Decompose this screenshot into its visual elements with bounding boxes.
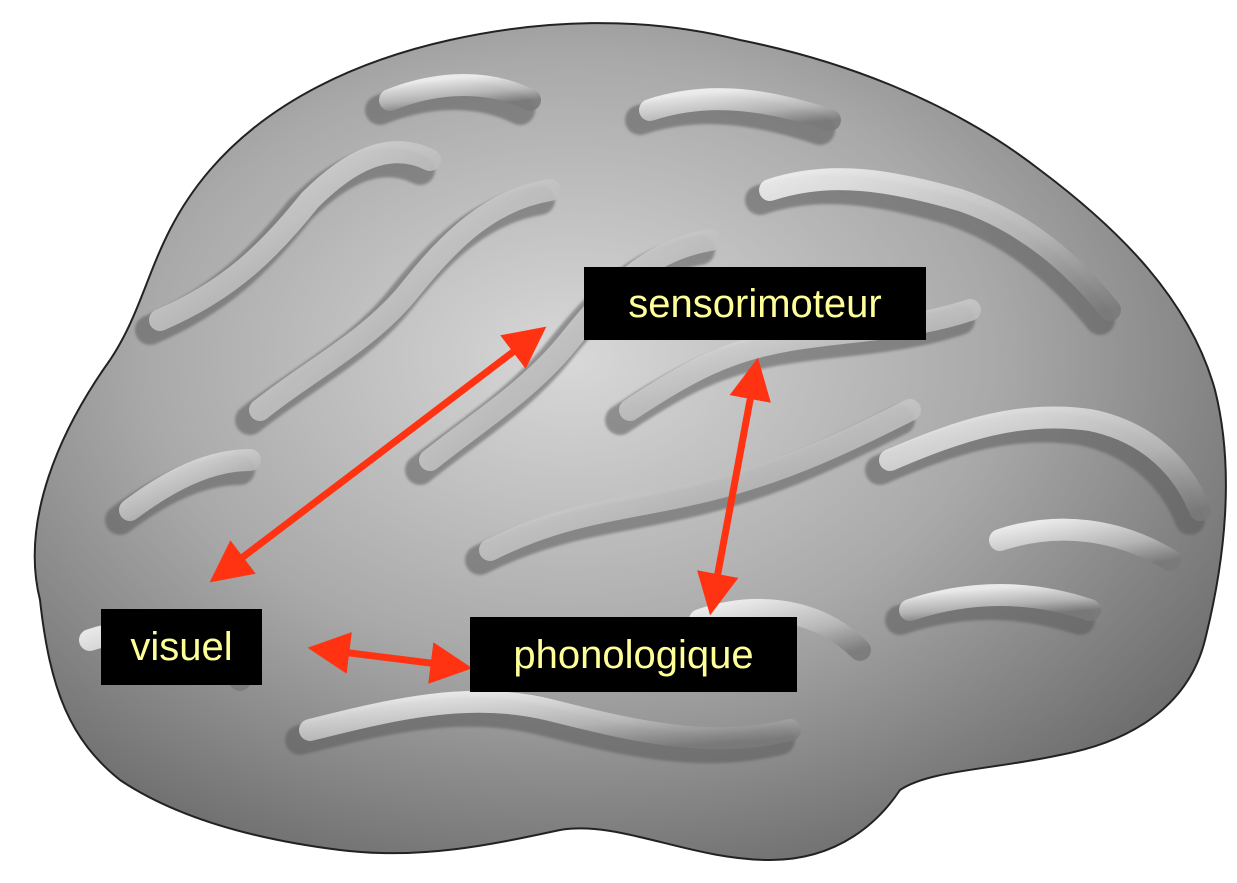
label-visuel: visuel <box>101 609 262 685</box>
label-sensorimoteur: sensorimoteur <box>584 267 926 340</box>
label-phonologique: phonologique <box>470 617 797 692</box>
